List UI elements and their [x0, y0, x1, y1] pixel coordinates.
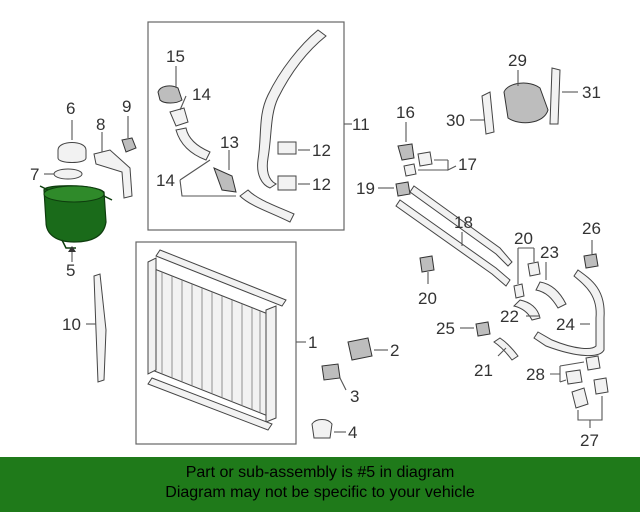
leader-17	[418, 159, 457, 171]
part-31-bracket	[549, 67, 561, 125]
callout-20b: 20	[514, 229, 533, 248]
upper-radiator-hose	[257, 29, 327, 189]
callout-30: 30	[446, 111, 465, 130]
part-5-coolant-reservoir[interactable]	[39, 185, 113, 249]
info-banner: Part or sub-assembly is #5 in diagram Di…	[0, 457, 640, 512]
arrow-5	[68, 246, 76, 252]
callout-7: 7	[30, 165, 39, 184]
part-6-cap	[57, 142, 87, 163]
callout-17: 17	[458, 155, 477, 174]
part-10-seal-strip	[93, 273, 107, 383]
part-12-clamp-b	[277, 175, 297, 191]
leader-14b	[179, 159, 236, 197]
part-3-bolt	[321, 363, 341, 381]
callout-2: 2	[390, 341, 399, 360]
part-14-clamp	[169, 107, 189, 127]
callout-15: 15	[166, 47, 185, 66]
callout-24: 24	[556, 315, 575, 334]
callout-14: 14	[192, 85, 211, 104]
callout-28: 28	[526, 365, 545, 384]
part-21-hose	[493, 337, 519, 361]
part-25-clamp	[475, 321, 491, 337]
callout-9: 9	[122, 97, 131, 116]
part-28-clamp-b	[585, 355, 601, 371]
radiator-left-tank	[147, 257, 157, 375]
leader-14	[179, 95, 187, 111]
callout-23: 23	[540, 243, 559, 262]
part-4-mount	[311, 419, 333, 439]
radiator-group-box	[135, 241, 297, 445]
leader-3	[339, 377, 347, 391]
part-26-clamp	[583, 253, 599, 269]
callout-22: 22	[500, 307, 519, 326]
radiator-fins	[161, 272, 261, 413]
part-27-fitting-a	[571, 387, 589, 409]
part-30-bracket	[481, 91, 495, 135]
callout-26: 26	[582, 219, 601, 238]
callout-10: 10	[62, 315, 81, 334]
part-8-bracket	[93, 149, 133, 199]
radiator-right-tank	[265, 305, 277, 423]
part-17-clamp-a	[417, 151, 433, 167]
part-20-clamp-b	[527, 261, 541, 277]
part-12-clamp-a	[277, 141, 297, 155]
part-22-hose	[513, 299, 541, 321]
callout-12a: 12	[312, 141, 331, 160]
callout-14b: 14	[156, 171, 175, 190]
part-20-clamp-a	[513, 283, 525, 299]
part-16-fitting	[397, 143, 415, 161]
banner-line-2: Diagram may not be specific to your vehi…	[165, 484, 475, 501]
exploded-parts-diagram: 1 2 3 4 5 6 7 8 9 10 11 12 12 13 14 14 1…	[30, 21, 609, 450]
lower-hose	[239, 189, 295, 223]
callout-18: 18	[454, 213, 473, 232]
callout-12b: 12	[312, 175, 331, 194]
part-24-hose	[533, 269, 605, 357]
callout-19: 19	[356, 179, 375, 198]
part-18-pipe-a	[395, 199, 511, 287]
part-18-pipe-b	[409, 185, 513, 267]
part-19-fitting	[395, 181, 411, 197]
callout-25: 25	[436, 319, 455, 338]
callout-3: 3	[350, 387, 359, 406]
part-27-fitting-b	[593, 377, 609, 395]
part-9-nut	[121, 137, 137, 153]
leader-27	[577, 396, 603, 428]
callout-31: 31	[582, 83, 601, 102]
leader-21	[497, 347, 507, 357]
part-29-water-pump	[503, 82, 549, 124]
part-2-bracket	[347, 337, 373, 361]
part-17-clamp-b	[403, 163, 417, 177]
callout-16: 16	[396, 103, 415, 122]
callout-8: 8	[96, 115, 105, 134]
radiator-bottom-bracket	[147, 377, 273, 431]
part-23-hose	[535, 281, 567, 309]
hose-group-box	[147, 21, 345, 231]
callout-21: 21	[474, 361, 493, 380]
callout-11: 11	[352, 115, 370, 134]
part-20-fitting-a	[419, 255, 435, 273]
leader-28	[550, 361, 585, 383]
banner-line-1: Part or sub-assembly is #5 in diagram	[185, 464, 455, 481]
callout-13: 13	[220, 133, 239, 152]
callout-4: 4	[348, 423, 357, 442]
callout-6: 6	[66, 99, 75, 118]
callout-20a: 20	[418, 289, 437, 308]
small-hose	[175, 127, 211, 161]
part-13-connector	[213, 167, 237, 193]
part-7-seal	[53, 168, 83, 180]
callout-27: 27	[580, 431, 599, 450]
radiator-top-bracket	[155, 249, 287, 307]
part-28-clamp-a	[565, 369, 583, 385]
callout-1: 1	[308, 333, 317, 352]
leader-20b	[517, 247, 535, 284]
callout-5: 5	[66, 261, 75, 280]
callout-29: 29	[508, 51, 527, 70]
part-15-fitting	[157, 85, 183, 104]
